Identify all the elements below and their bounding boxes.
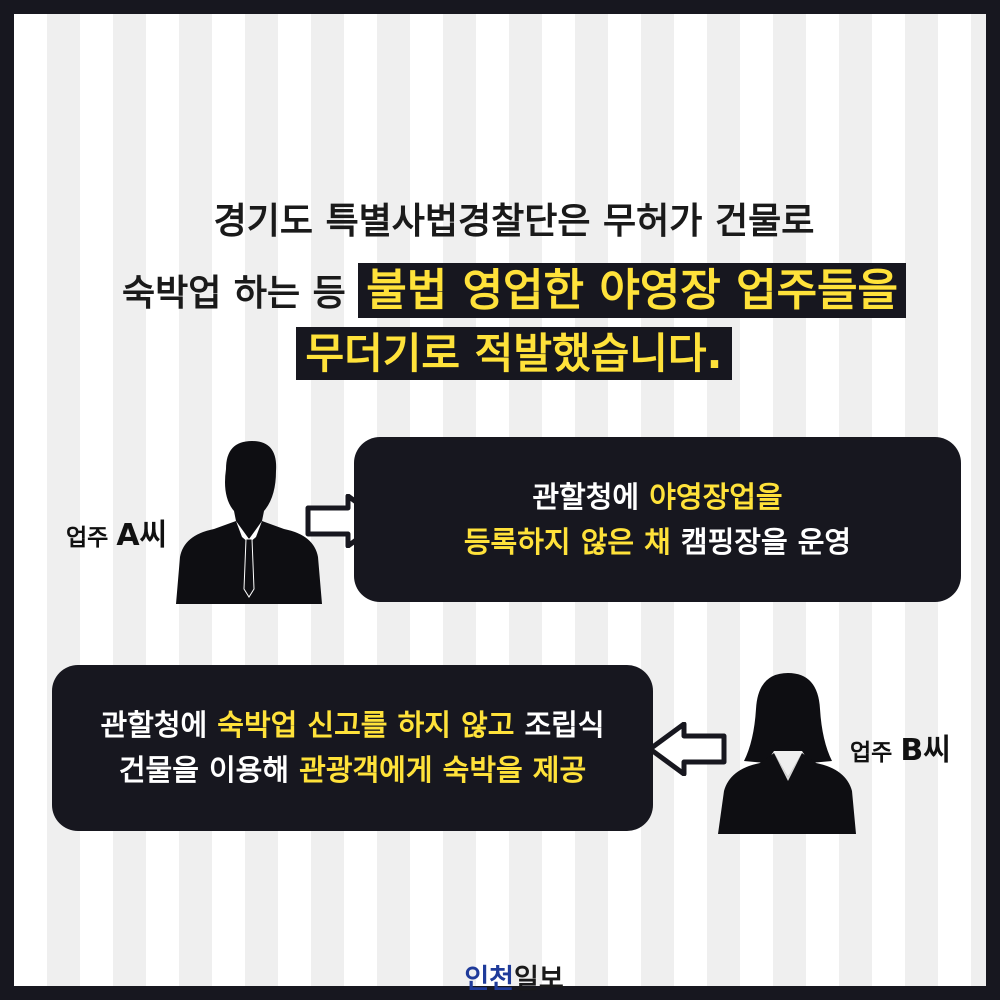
logo-part-1: 인천 (464, 964, 514, 995)
headline-line-3: 무더기로 적발했습니다. (14, 320, 1000, 381)
case-b-text-5: 관광객에게 숙박을 제공 (299, 753, 587, 787)
owner-b-label-prefix: 업주 (850, 740, 901, 766)
case-b-bubble: 관할청에 숙박업 신고를 하지 않고 조립식 건물을 이용해 관광객에게 숙박을… (52, 665, 653, 831)
logo-part-2: 일보 (514, 964, 564, 995)
headline-line-3-highlight: 무더기로 적발했습니다. (295, 327, 733, 380)
headline-line-1: 경기도 특별사법경찰단은 무허가 건물로 (213, 201, 815, 242)
headline-line-2-plain: 숙박업 하는 등 (121, 273, 359, 314)
owner-a-label-name: A씨 (116, 518, 168, 553)
case-b-line-1: 관할청에 숙박업 신고를 하지 않고 조립식 (52, 703, 653, 748)
woman-silhouette-icon (718, 673, 856, 834)
arrow-left-icon (647, 722, 727, 776)
case-b-text-2: 숙박업 신고를 하지 않고 (217, 708, 515, 743)
case-b-text-3: 조립식 (514, 708, 605, 743)
case-b-text-4: 건물을 이용해 (118, 753, 300, 787)
case-a-text-3: 등록하지 않은 채 (463, 524, 671, 559)
case-a-text-2: 야영장업을 (649, 479, 783, 514)
case-a-text-4: 캠핑장을 운영 (670, 524, 852, 559)
case-a-line-2: 등록하지 않은 채 캠핑장을 운영 (354, 520, 961, 565)
owner-b-label: 업주 B씨 (850, 725, 951, 769)
headline-line-2-highlight: 불법 영업한 야영장 업주들을 (358, 263, 907, 318)
case-a-text-1: 관할청에 (532, 479, 650, 514)
headline-line-2: 숙박업 하는 등 불법 영업한 야영장 업주들을 (14, 254, 1000, 318)
case-b-text-1: 관할청에 (100, 708, 218, 743)
case-a-line-1: 관할청에 야영장업을 (354, 475, 961, 520)
man-silhouette-icon (176, 441, 322, 604)
case-a-bubble: 관할청에 야영장업을 등록하지 않은 채 캠핑장을 운영 (354, 437, 961, 602)
owner-a-label-prefix: 업주 (66, 525, 117, 551)
owner-a-label: 업주 A씨 (66, 510, 167, 554)
owner-b-label-name: B씨 (900, 733, 951, 768)
publisher-logo: 인천일보 (14, 957, 1000, 996)
case-b-line-2: 건물을 이용해 관광객에게 숙박을 제공 (52, 748, 653, 793)
